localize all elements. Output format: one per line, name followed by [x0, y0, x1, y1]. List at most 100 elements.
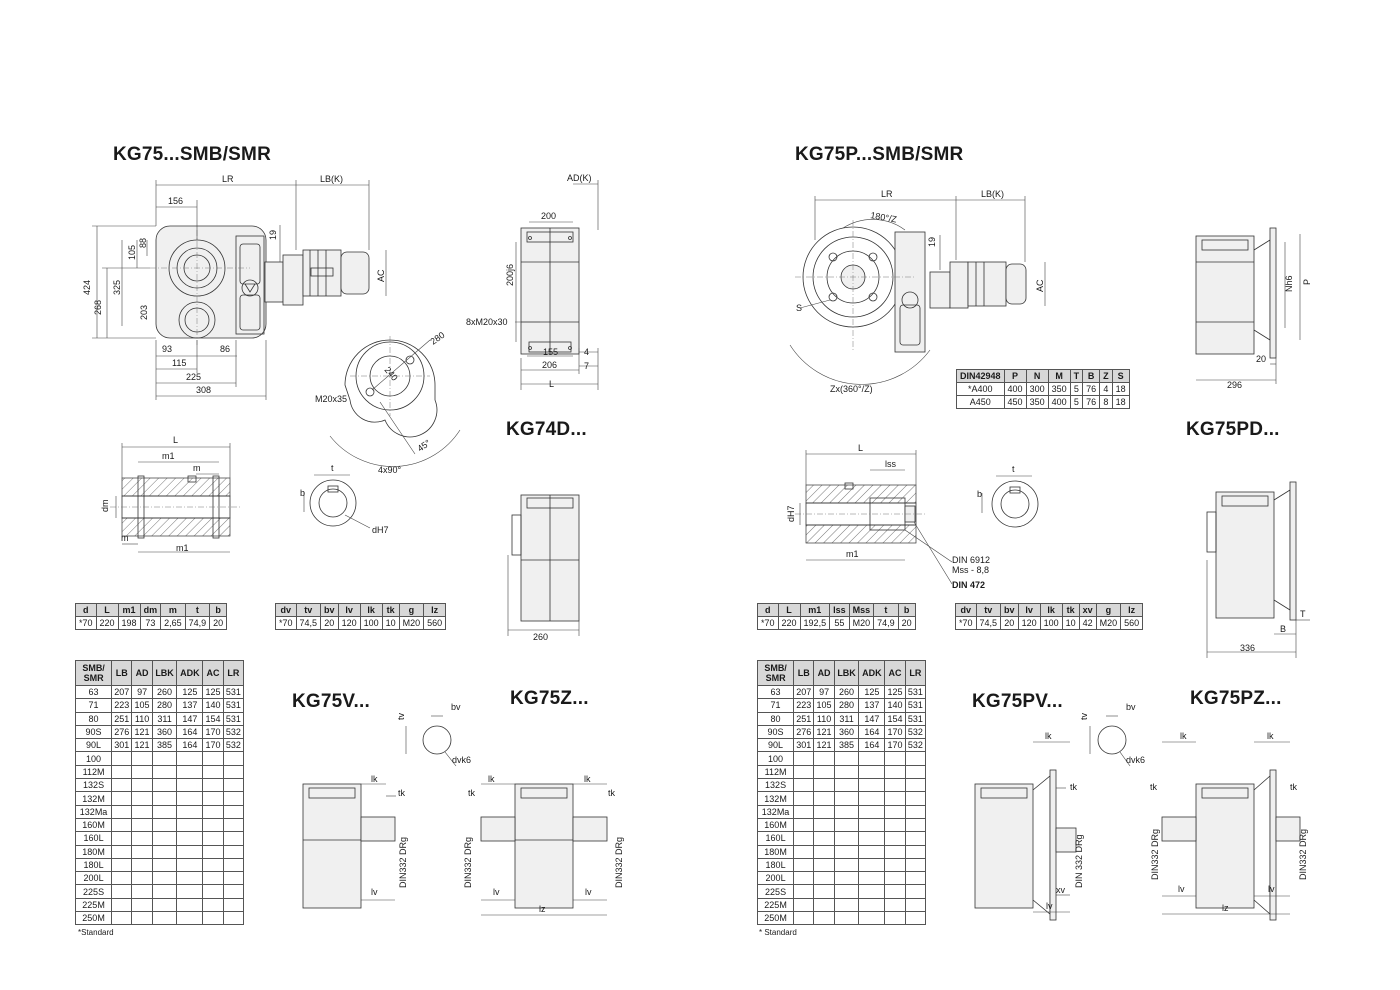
dim-296: 296	[1227, 380, 1242, 390]
table-cell	[884, 884, 906, 899]
dim-268: 268	[93, 300, 103, 315]
table-cell: 100	[1039, 616, 1063, 630]
table-cell	[151, 817, 178, 833]
dim-lbk-p: LB(K)	[981, 189, 1004, 199]
dim-308: 308	[196, 385, 211, 395]
table-header-cell: LB	[793, 660, 815, 686]
table-cell: 100	[359, 616, 383, 630]
dim-lbk: LB(K)	[320, 174, 343, 184]
table-cell: 225M	[756, 897, 795, 913]
title-kg75pz: KG75PZ...	[1190, 688, 1282, 709]
dim-lk-pv: lk	[1045, 731, 1052, 741]
table-cell: 90S	[74, 724, 113, 740]
table-cell	[202, 911, 224, 926]
dim-adk: AD(K)	[567, 173, 592, 183]
table-cell	[131, 911, 153, 926]
dim-m20x35: M20x35	[315, 394, 347, 404]
table-cell	[176, 791, 204, 806]
table-cell: *A400	[956, 382, 1005, 396]
dim-lss: lss	[885, 459, 896, 469]
table-cell: 225S	[74, 884, 113, 899]
table-cell: 450	[1003, 395, 1027, 409]
table-cell: 531	[904, 698, 927, 713]
dim-din332-pz-l: DIN332 DRg	[1150, 829, 1160, 880]
dim-mss88: Mss - 8,8	[952, 565, 989, 575]
table-cell	[131, 871, 153, 886]
table-cell	[904, 844, 927, 859]
table-cell: 132Ma	[756, 804, 795, 819]
table-cell	[131, 778, 153, 793]
table-cell	[176, 857, 204, 873]
table-cell	[813, 804, 835, 819]
dim-dh7-left: dH7	[372, 525, 389, 535]
table-cell	[858, 831, 886, 846]
table-cell	[176, 831, 204, 846]
table-cell: 180L	[756, 857, 795, 873]
table-row: 160L	[74, 831, 245, 846]
table-cell: 225S	[756, 884, 795, 899]
note-standard-right: * Standard	[759, 928, 797, 937]
dim-336: 336	[1240, 643, 1255, 653]
dim-dh7-section: dH7	[786, 505, 796, 522]
table-row: 225M	[74, 897, 245, 913]
table-cell: 225M	[74, 897, 113, 913]
dim-xv-pv: xv	[1056, 885, 1066, 895]
dim-m-bottom: m	[121, 533, 129, 543]
table-cell	[176, 871, 204, 886]
table-cell	[793, 804, 815, 819]
table-cell	[884, 844, 906, 859]
kg74d-view	[507, 494, 580, 636]
dim-p: P	[1302, 279, 1312, 285]
table-cell	[111, 844, 133, 859]
table-cell	[176, 804, 204, 819]
table-cell	[833, 778, 860, 793]
dim-bv-right: bv	[1126, 702, 1136, 712]
table-cell: 74,9	[873, 616, 899, 630]
table-cell: 71	[74, 698, 113, 713]
table-cell: 311	[151, 711, 178, 726]
dim-tk-z-r: tk	[608, 788, 616, 798]
table-cell	[858, 817, 886, 833]
table-cell: 4	[1099, 382, 1113, 396]
table-cell	[858, 871, 886, 886]
table-cell	[884, 764, 906, 780]
table-cell	[111, 871, 133, 886]
table-header-cell: g	[1095, 603, 1122, 617]
table-cell: 76	[1082, 382, 1101, 396]
table-cell	[151, 844, 178, 859]
dim-4x90: 4x90°	[378, 465, 402, 475]
table-header-cell: bv	[1000, 603, 1019, 617]
table-cell	[793, 817, 815, 833]
table-cell: 132M	[74, 791, 113, 806]
table-cell: 42	[1078, 616, 1097, 630]
table-cell: 121	[131, 724, 153, 740]
table-cell: 170	[202, 738, 224, 753]
kg75pv-view	[974, 715, 1131, 921]
table-cell	[151, 871, 178, 886]
dim-lz-pz: lz	[1222, 903, 1229, 913]
shaft-section-right	[795, 450, 953, 585]
table-cell: 112M	[74, 764, 113, 780]
table-cell	[111, 831, 133, 846]
table-cell	[793, 844, 815, 859]
table-cell	[813, 831, 835, 846]
dim-200j6: 200j6	[505, 264, 515, 286]
table-cell: 220	[95, 616, 119, 630]
dim-m1-r: m1	[846, 549, 859, 559]
dim-lk-z-r: lk	[584, 774, 591, 784]
table-cell	[202, 778, 224, 793]
dim-206: 206	[542, 360, 557, 370]
table-cell	[904, 897, 927, 913]
dim-l-shaft: L	[173, 435, 178, 445]
table-cell: 137	[176, 698, 204, 713]
table-cell	[202, 844, 224, 859]
table-cell	[833, 844, 860, 859]
table-row: 112M	[74, 764, 245, 780]
dim-45deg: 45°	[415, 437, 432, 453]
kg75pd-view	[1206, 481, 1310, 658]
dim-s: S	[796, 303, 802, 313]
table-cell	[884, 897, 906, 913]
